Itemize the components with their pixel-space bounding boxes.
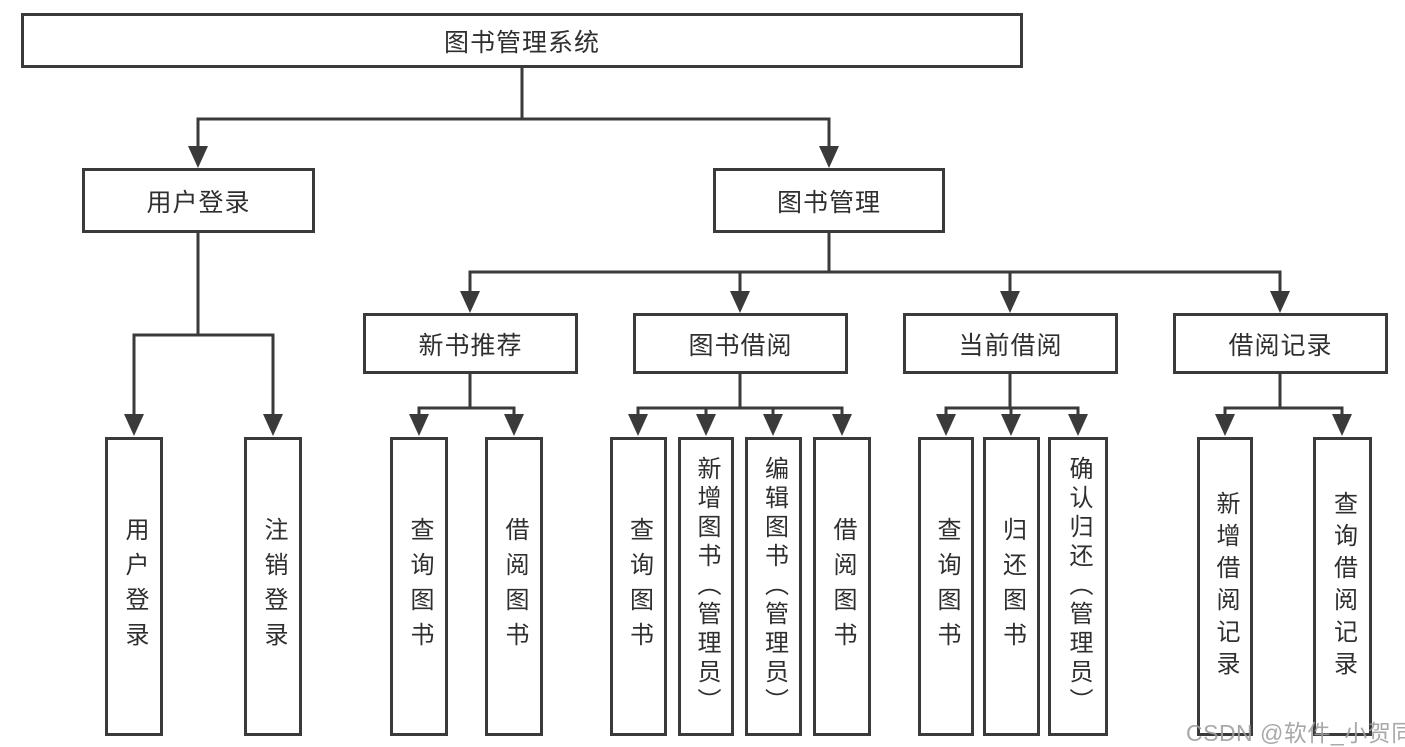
csdn-watermark: CSDN @软件_小贺同学 bbox=[1186, 720, 1405, 746]
branch-current-borrow bbox=[936, 374, 1088, 436]
leaf-logout: 注销登录 bbox=[244, 437, 302, 736]
node-library-management-system: 图书管理系统 bbox=[21, 13, 1023, 68]
branch-new-book bbox=[409, 374, 524, 436]
leaf-newbook-borrow-books: 借阅图书 bbox=[485, 437, 543, 736]
branch-book-borrow bbox=[628, 374, 852, 436]
node-borrow-record: 借阅记录 bbox=[1173, 313, 1388, 374]
branch-root bbox=[188, 66, 839, 168]
leaf-current-confirm-return-admin: 确认归还（管理员） bbox=[1048, 437, 1108, 736]
node-book-management: 图书管理 bbox=[713, 168, 945, 233]
node-user-login: 用户登录 bbox=[82, 168, 315, 233]
leaf-borrow-edit-books-admin: 编辑图书（管理员） bbox=[745, 437, 802, 736]
node-book-borrow: 图书借阅 bbox=[633, 313, 848, 374]
node-current-borrow: 当前借阅 bbox=[903, 313, 1118, 374]
branch-user-login bbox=[124, 233, 283, 436]
leaf-user-login: 用户登录 bbox=[105, 437, 163, 736]
branch-borrow-record bbox=[1215, 374, 1352, 436]
node-new-book-recommend: 新书推荐 bbox=[363, 313, 578, 374]
leaf-current-return-books: 归还图书 bbox=[983, 437, 1040, 736]
leaf-borrow-borrow-books: 借阅图书 bbox=[813, 437, 871, 736]
branch-book-management bbox=[460, 233, 1290, 313]
leaf-current-query-books: 查询图书 bbox=[918, 437, 974, 736]
leaf-record-query: 查询借阅记录 bbox=[1313, 437, 1372, 736]
leaf-record-add: 新增借阅记录 bbox=[1197, 437, 1253, 736]
leaf-borrow-query-books: 查询图书 bbox=[610, 437, 667, 736]
leaf-borrow-add-books-admin: 新增图书（管理员） bbox=[678, 437, 734, 736]
leaf-newbook-query-books: 查询图书 bbox=[390, 437, 448, 736]
